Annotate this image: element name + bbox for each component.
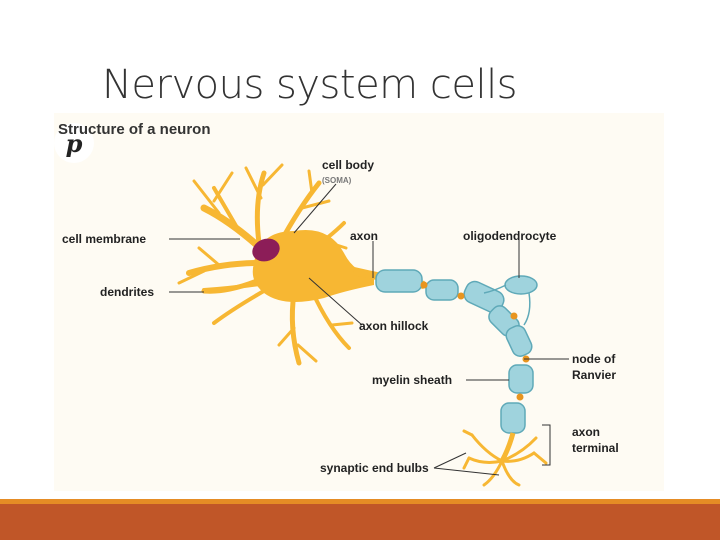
neuron-diagram: p Structure of a neuron cell body (SOMA)…: [54, 113, 664, 491]
neuron-illustration: [169, 163, 569, 487]
label-myelin-sheath: myelin sheath: [372, 373, 453, 387]
nucleus-shape: [252, 238, 280, 262]
label-cell-membrane: cell membrane: [62, 232, 147, 246]
footer-accent-bar: [0, 499, 720, 504]
label-axon: axon: [350, 229, 379, 243]
pinterest-icon[interactable]: p: [54, 123, 94, 163]
label-oligodendrocyte: oligodendrocyte: [463, 229, 557, 243]
label-node-of-ranvier-line2: Ranvier: [572, 368, 617, 382]
myelin-sheath-shape: [375, 269, 534, 434]
cell-body-shape: [252, 229, 374, 302]
leader-lines: [169, 183, 569, 476]
label-soma: (SOMA): [322, 176, 352, 185]
label-node-of-ranvier-line1: node of: [572, 352, 616, 366]
node-of-ranvier-shape: [420, 281, 530, 401]
slide-title: Nervous system cells: [102, 62, 518, 108]
label-dendrites: dendrites: [100, 285, 155, 299]
axon-terminal-shape: [462, 429, 548, 487]
label-axon-terminal-line1: axon: [572, 425, 601, 439]
label-synaptic-end-bulbs: synaptic end bulbs: [320, 461, 429, 475]
figure-heading: Structure of a neuron: [58, 121, 211, 138]
footer-band: [0, 504, 720, 540]
label-axon-terminal-line2: terminal: [572, 441, 619, 455]
label-axon-hillock: axon hillock: [359, 319, 429, 333]
oligodendrocyte-shape: [483, 275, 538, 326]
label-cell-body: cell body: [322, 158, 375, 172]
